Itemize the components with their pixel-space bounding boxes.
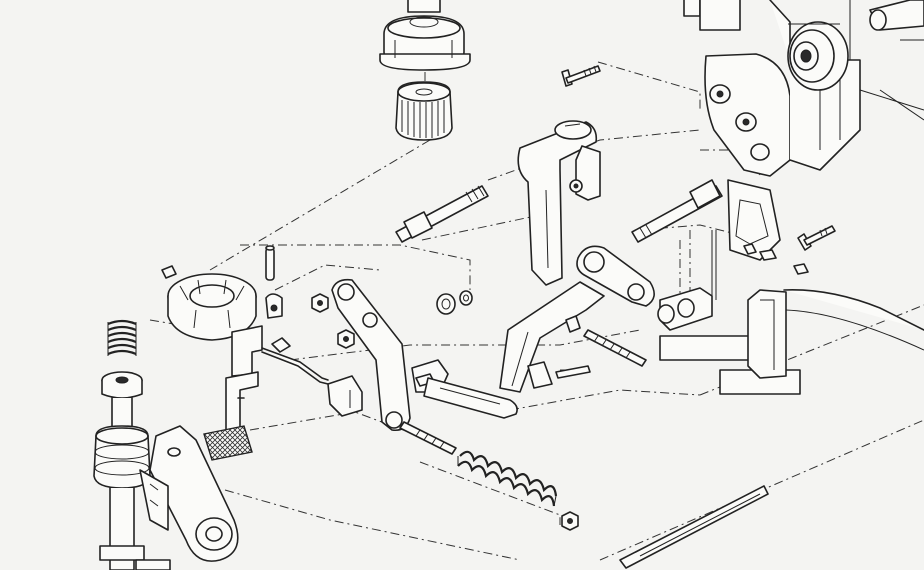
tension-rod	[399, 329, 647, 455]
pivot-lever	[327, 278, 411, 432]
spindle-post	[93, 371, 151, 570]
clevis-link	[499, 245, 655, 393]
compression-spring-left	[107, 319, 137, 356]
pivot-shaft-left	[395, 185, 489, 243]
pulley-hub	[787, 21, 849, 91]
dowel-pin	[265, 245, 275, 281]
pivot-shaft-right	[631, 179, 723, 243]
clamp-collar	[161, 265, 283, 341]
pedal-bracket	[203, 325, 263, 461]
hex-nut-bottom	[561, 511, 579, 531]
flat-link-bar	[423, 315, 591, 419]
flat-washers	[436, 290, 473, 315]
lower-frame-base	[657, 287, 924, 395]
upper-gear-knob	[379, 0, 471, 71]
wire-link	[261, 337, 329, 385]
slotted-cam	[711, 179, 809, 300]
crank-arm	[135, 425, 239, 570]
hex-nuts	[311, 293, 355, 349]
screw-upper-center	[561, 65, 601, 87]
screw-right	[797, 225, 836, 251]
extension-spring	[457, 450, 558, 507]
guide-rail	[619, 485, 769, 569]
ring-gear	[395, 81, 453, 141]
bell-crank-lever	[517, 120, 601, 286]
